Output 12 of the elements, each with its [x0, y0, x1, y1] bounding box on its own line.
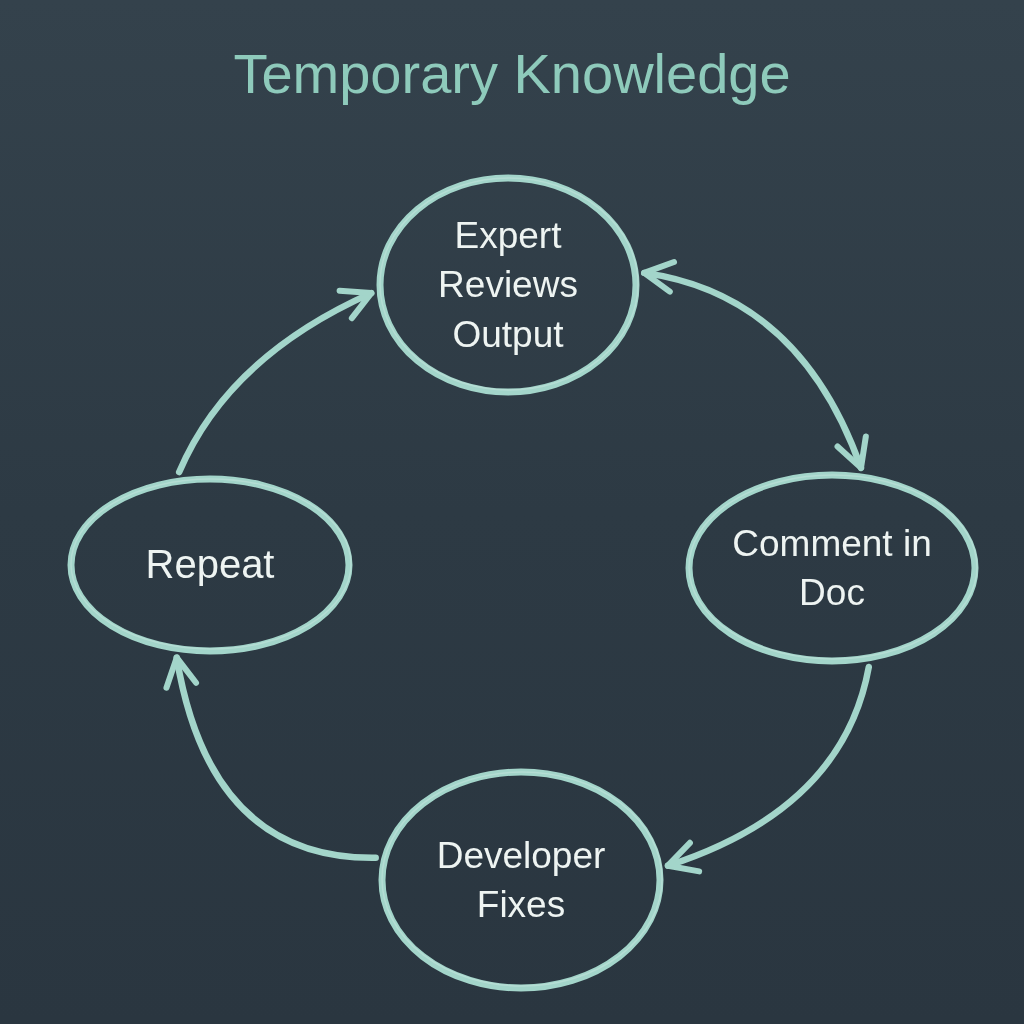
curved-arrow	[664, 663, 873, 874]
process-ellipse	[67, 475, 353, 655]
curved-arrow	[175, 288, 375, 476]
curved-arrow	[164, 654, 379, 861]
node-label: Developer Fixes	[435, 833, 607, 927]
node-label: Comment in Doc	[731, 521, 933, 615]
process-ellipse	[376, 174, 640, 396]
process-ellipse	[685, 471, 979, 665]
process-ellipse	[378, 768, 664, 992]
node-label: Repeat	[145, 541, 275, 589]
curved-arrow	[640, 260, 868, 472]
node-label: Expert Reviews Output	[437, 214, 579, 357]
